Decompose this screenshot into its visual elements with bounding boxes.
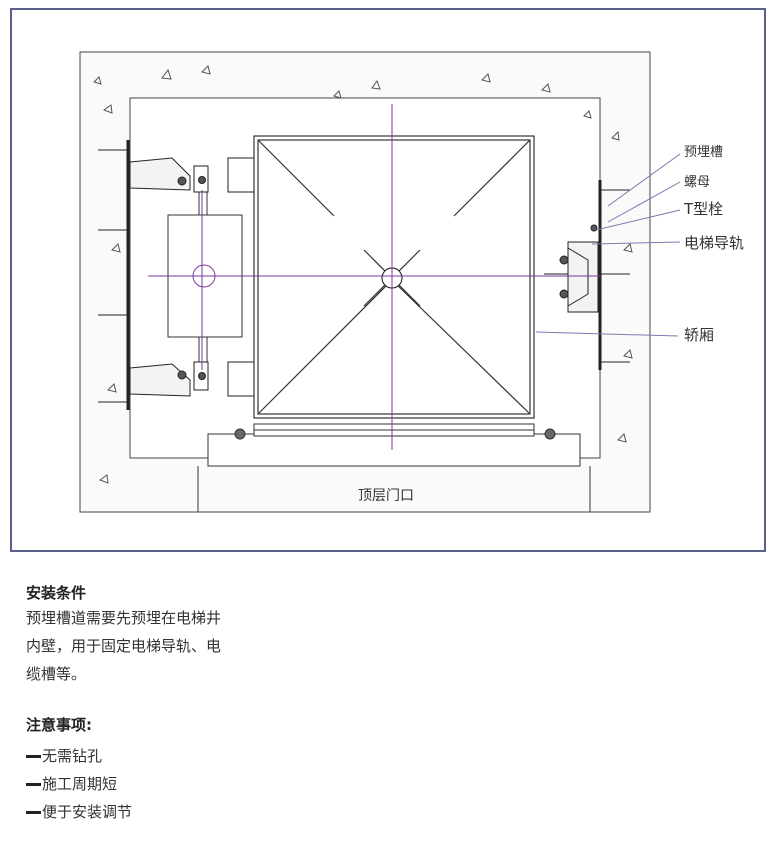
label-top-door: 顶层门口	[358, 488, 414, 504]
label-t-bolt: T型栓	[683, 200, 723, 218]
diagram-frame: 预埋槽 螺母 T型栓 电梯导轨 轿厢 顶层门口	[10, 8, 766, 552]
concrete-texture	[93, 65, 633, 484]
door-sill	[197, 423, 591, 512]
notes-heading: 注意事项:	[26, 716, 92, 734]
label-car: 轿厢	[684, 326, 714, 344]
elevator-shaft-diagram: 预埋槽 螺母 T型栓 电梯导轨 轿厢 顶层门口	[79, 51, 744, 513]
dash-icon	[26, 754, 41, 758]
note-item: 便于安装调节	[26, 798, 286, 826]
dash-icon	[26, 810, 41, 814]
leader-lines	[535, 153, 681, 337]
label-embedded-channel: 预埋槽	[684, 145, 723, 160]
notes-list: 无需钻孔 施工周期短 便于安装调节	[26, 742, 286, 826]
right-guide-rail	[544, 180, 630, 370]
dash-icon	[26, 782, 41, 786]
install-line: 缆槽等。	[26, 665, 87, 683]
note-item: 施工周期短	[26, 770, 286, 798]
left-embedded-channel	[98, 140, 257, 410]
install-line: 内壁，用于固定电梯导轨、电	[26, 637, 222, 655]
install-line: 预埋槽道需要先预埋在电梯井	[26, 609, 222, 627]
elevator-car	[253, 135, 535, 419]
description-block: 安装条件 预埋槽道需要先预埋在电梯井 内壁，用于固定电梯导轨、电 缆槽等。 注意…	[26, 582, 286, 826]
note-item: 无需钻孔	[26, 742, 286, 770]
label-guide-rail: 电梯导轨	[684, 234, 744, 252]
install-heading: 安装条件	[26, 584, 87, 602]
center-axes	[148, 104, 602, 450]
label-nut: 螺母	[684, 175, 710, 190]
